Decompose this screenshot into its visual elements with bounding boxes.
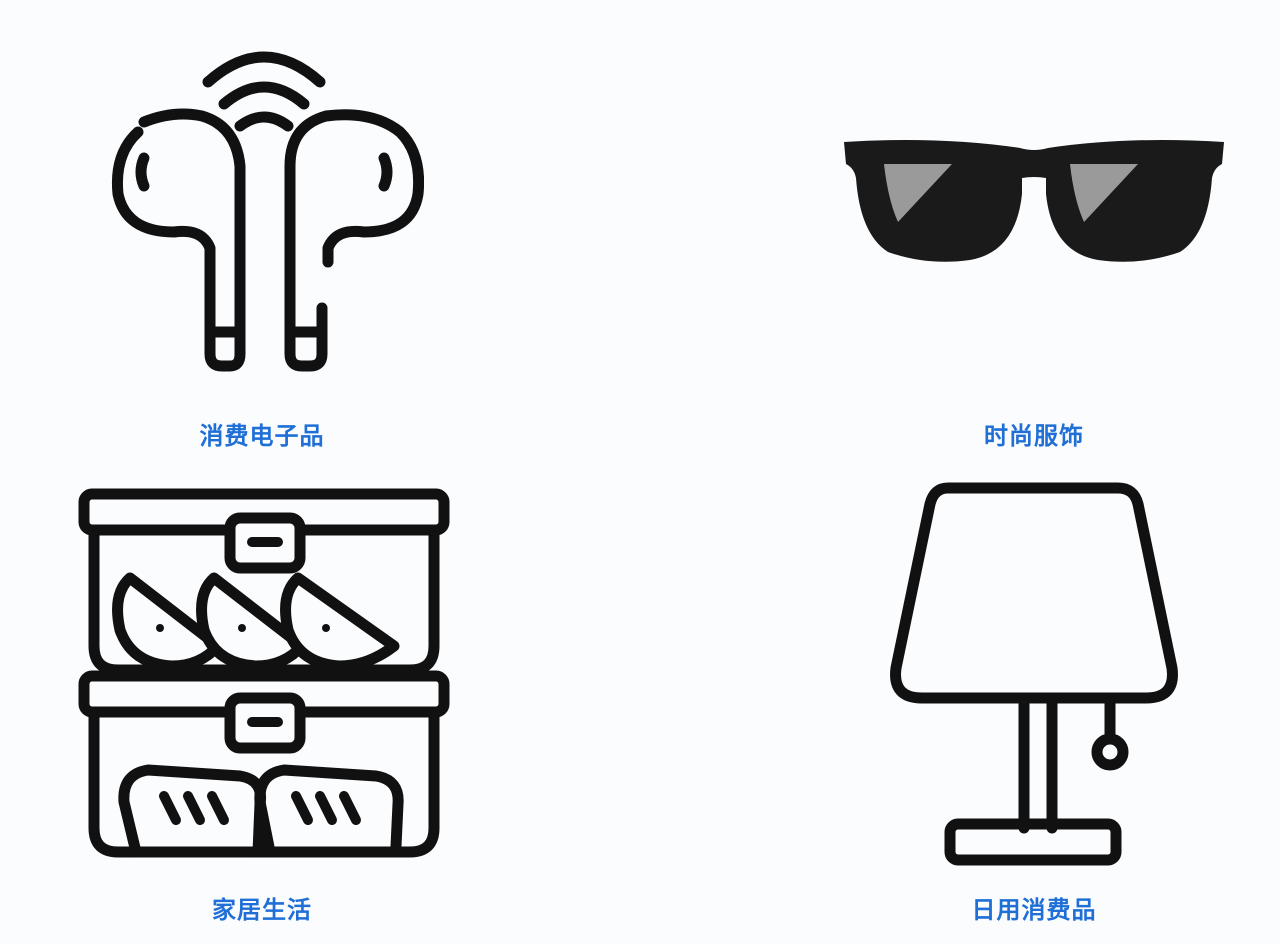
food-container-icon — [74, 484, 454, 864]
category-label-daily-consumables: 日用消费品 — [971, 896, 1097, 924]
sunglasses-icon — [840, 134, 1228, 266]
category-label-home-living: 家居生活 — [212, 896, 312, 924]
category-label-fashion-apparel: 时尚服饰 — [984, 422, 1084, 450]
earbuds-icon — [104, 36, 424, 378]
category-label-consumer-electronics: 消费电子品 — [199, 422, 325, 450]
table-lamp-icon — [888, 478, 1180, 868]
